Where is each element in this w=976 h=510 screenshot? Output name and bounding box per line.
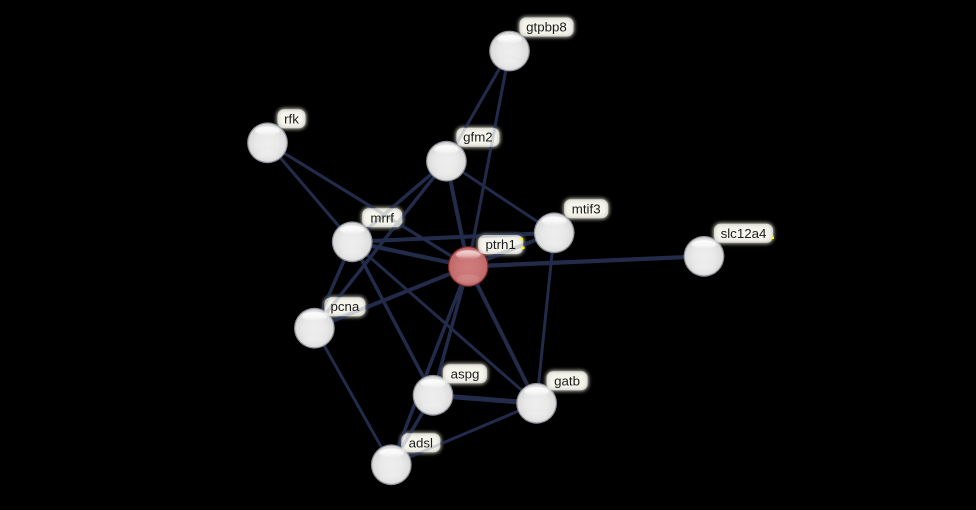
svg-text:ptrh1: ptrh1 — [486, 237, 516, 252]
svg-text:adsl: adsl — [409, 435, 433, 450]
svg-text:mrrf: mrrf — [370, 210, 394, 225]
svg-text:gfm2: gfm2 — [463, 130, 493, 145]
svg-text:rfk: rfk — [284, 111, 299, 126]
svg-text:slc12a4: slc12a4 — [721, 226, 767, 241]
svg-text:mtif3: mtif3 — [572, 201, 601, 216]
svg-text:gtpbp8: gtpbp8 — [526, 20, 567, 35]
svg-text:gatb: gatb — [554, 373, 580, 388]
svg-text:pcna: pcna — [330, 299, 359, 314]
svg-text:aspg: aspg — [451, 366, 480, 381]
